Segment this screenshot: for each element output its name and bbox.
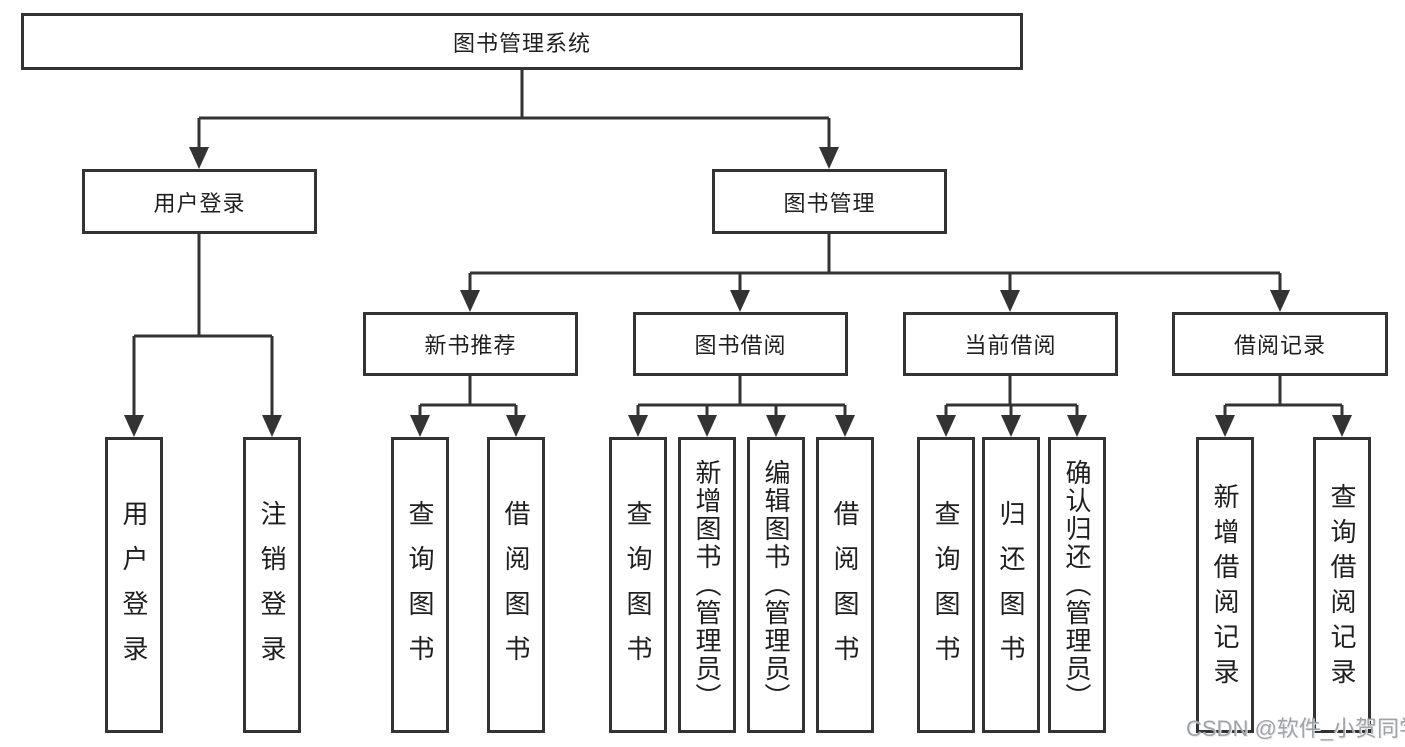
- connectors-mgmt-group: [468, 234, 1282, 293]
- connectors-section-1: [418, 376, 518, 418]
- leaf-label: 查询借阅记录: [1327, 482, 1357, 693]
- node-borrow-records: 借阅记录: [1172, 312, 1388, 376]
- node-book-management: 图书管理: [712, 169, 947, 234]
- leaf-label: 确认归还（管理员）: [1062, 459, 1092, 711]
- leaf-borrow-book-2: 借阅图书: [816, 437, 874, 733]
- arrowheads: [124, 147, 1352, 437]
- leaf-add-borrow-record: 新增借阅记录: [1196, 437, 1254, 733]
- leaf-label: 新增图书（管理员）: [692, 459, 722, 711]
- leaf-query-book-1: 查询图书: [391, 437, 449, 733]
- leaf-label: 查询图书: [623, 500, 653, 680]
- leaf-borrow-book-1: 借阅图书: [487, 437, 545, 733]
- node-root-system: 图书管理系统: [21, 13, 1023, 70]
- leaf-query-book-3: 查询图书: [917, 437, 975, 733]
- leaf-user-login: 用户登录: [105, 437, 163, 733]
- csdn-watermark: CSDN @软件_小贺同学: [1186, 716, 1405, 741]
- leaf-add-book-admin: 新增图书（管理员）: [678, 437, 736, 733]
- node-new-book-recommend: 新书推荐: [363, 312, 578, 376]
- connectors-section-2: [636, 376, 847, 418]
- leaf-label: 借阅图书: [830, 500, 860, 680]
- leaf-logout: 注销登录: [243, 437, 301, 733]
- connectors-section-4: [1223, 376, 1344, 418]
- leaf-label: 用户登录: [119, 500, 149, 680]
- node-current-borrow: 当前借阅: [903, 312, 1118, 376]
- section-label: 图书借阅: [694, 333, 787, 358]
- leaf-query-book-2: 查询图书: [609, 437, 667, 733]
- leaf-label: 查询图书: [931, 500, 961, 680]
- connectors-root: [197, 70, 831, 150]
- section-label: 新书推荐: [424, 333, 517, 358]
- node-user-login: 用户登录: [82, 169, 317, 234]
- leaf-label: 编辑图书（管理员）: [761, 459, 791, 711]
- node-book-management-label: 图书管理: [783, 190, 876, 216]
- leaf-label: 借阅图书: [501, 500, 531, 680]
- leaf-query-borrow-record: 查询借阅记录: [1313, 437, 1371, 733]
- section-label: 当前借阅: [964, 333, 1057, 358]
- leaf-label: 注销登录: [257, 500, 287, 680]
- leaf-confirm-return-admin: 确认归还（管理员）: [1048, 437, 1106, 733]
- node-book-borrow: 图书借阅: [633, 312, 848, 376]
- leaf-label: 查询图书: [405, 500, 435, 680]
- node-root-label: 图书管理系统: [452, 30, 591, 56]
- connectors-section-3: [944, 376, 1079, 418]
- leaf-label: 新增借阅记录: [1210, 482, 1240, 693]
- leaf-edit-book-admin: 编辑图书（管理员）: [747, 437, 805, 733]
- leaf-return-book: 归还图书: [982, 437, 1040, 733]
- connectors-login-group: [132, 234, 274, 418]
- leaf-label: 归还图书: [996, 500, 1026, 680]
- section-label: 借阅记录: [1233, 333, 1326, 358]
- node-user-login-label: 用户登录: [153, 190, 246, 216]
